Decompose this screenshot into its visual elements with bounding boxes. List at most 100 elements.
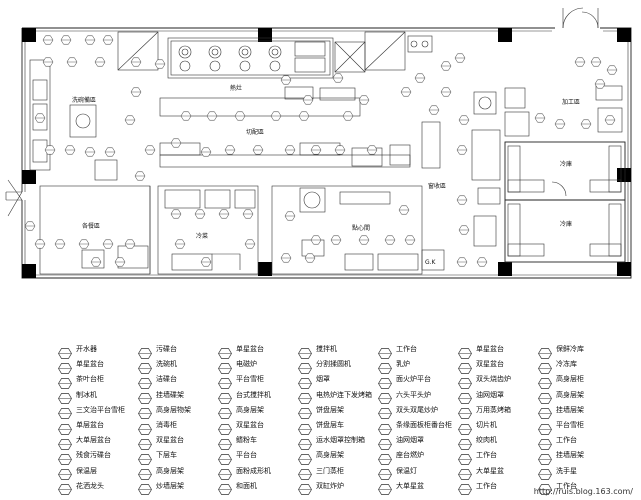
legend-hexagon-icon: [378, 450, 392, 465]
legend-item-label: 洁碟台: [156, 375, 177, 384]
legend-item: 保温层: [58, 465, 97, 480]
legend-item-label: 双缸炸炉: [316, 481, 344, 490]
legend-item: 工作台: [538, 480, 577, 496]
zone-gk-label: G.K: [425, 259, 437, 266]
legend-hexagon-icon: [298, 420, 312, 435]
legend-hexagon-icon: [138, 480, 152, 496]
legend-hexagon-icon: [58, 404, 72, 420]
legend-item: 条缘面板柜番台柜: [378, 419, 452, 435]
legend-hexagon-icon: [538, 435, 552, 450]
legend-item: 保温灯: [378, 465, 417, 480]
legend-item: 烟罩: [298, 373, 330, 389]
legend-item-label: 高身层架: [316, 451, 344, 460]
legend-item-label: 洗手星: [556, 466, 577, 475]
legend-hexagon-icon: [138, 465, 152, 480]
legend-item-label: 运水烟罩控制箱: [316, 436, 365, 445]
legend-item: 下层车: [138, 449, 177, 465]
legend-item-label: 制冰机: [76, 390, 97, 399]
legend-hexagon-icon: [138, 404, 152, 420]
legend-hexagon-icon: [218, 374, 232, 389]
legend-item-label: 双星盆台: [476, 360, 504, 369]
processing-equipment: [471, 85, 623, 247]
legend-item: 电热炉连下发烤箱: [298, 389, 372, 404]
zone-pastry-label: 點心間: [352, 224, 370, 232]
legend-item: 万用蒸烤箱: [458, 404, 511, 420]
legend-hexagon-icon: [378, 359, 392, 374]
legend-item: 座台燃炉: [378, 449, 424, 465]
zone-prep-label: 各餐區: [82, 222, 100, 230]
legend-item-label: 挂墙层架: [556, 451, 584, 460]
equipment-tag-markers: [24, 35, 618, 267]
legend-hexagon-icon: [298, 359, 312, 374]
legend-hexagon-icon: [378, 480, 392, 496]
legend-item-label: 平台雪柜: [236, 375, 264, 384]
legend-item-label: 工作台: [556, 436, 577, 445]
legend-item-label: 平台台: [236, 451, 257, 460]
legend-item-label: 鳍粉车: [236, 436, 257, 445]
legend-hexagon-icon: [138, 435, 152, 450]
legend-item: 洗碗机: [138, 358, 177, 374]
legend-item-label: 烟罩: [316, 375, 330, 384]
legend-item-label: 油网烟罩: [476, 390, 504, 399]
legend-hexagon-icon: [458, 480, 472, 496]
legend-item: 双星盆台: [458, 358, 504, 374]
legend-item-label: 挂墙层架: [556, 405, 584, 414]
legend-hexagon-icon: [58, 359, 72, 374]
zone-labels: 洗碗備區 熱灶 切配區 各餐區 冷菜 點心間 窗收區 加工區 冷庫 冷庫 G.K: [72, 84, 580, 266]
legend-item-label: 花洒龙头: [76, 481, 104, 490]
cooking-line: [159, 86, 441, 169]
legend-item-label: 冷冻库: [556, 360, 577, 369]
legend-item: 运水烟罩控制箱: [298, 434, 365, 450]
legend-item: 污碟台: [138, 343, 177, 359]
legend-item: 工作台: [458, 449, 497, 465]
legend-item: 绞肉机: [458, 434, 497, 450]
legend-hexagon-icon: [138, 450, 152, 465]
cold-stores: [504, 141, 626, 263]
legend-item-label: 面粉成形机: [236, 466, 271, 475]
legend-item-label: 座台燃炉: [396, 451, 424, 460]
legend-hexagon-icon: [138, 374, 152, 389]
cold-dish-room: [157, 185, 259, 275]
legend-item: 双头烧齿炉: [458, 373, 511, 389]
legend-hexagon-icon: [458, 374, 472, 389]
legend-item: 制冰机: [58, 389, 97, 404]
legend-hexagon-icon: [298, 389, 312, 404]
legend-hexagon-icon: [378, 435, 392, 450]
legend-item: 乳炉: [378, 358, 410, 374]
legend-hexagon-icon: [138, 389, 152, 404]
legend-item: 高身层架: [218, 404, 264, 420]
legend-item: 平台雪柜: [538, 419, 584, 435]
legend-item-label: 大单星盆: [476, 466, 504, 475]
legend-item: 大单星盆: [378, 480, 424, 496]
legend-item: 工作台: [378, 343, 417, 359]
legend-hexagon-icon: [58, 420, 72, 435]
legend-hexagon-icon: [458, 359, 472, 374]
legend-item-label: 挂墙碟架: [156, 390, 184, 399]
legend-hexagon-icon: [138, 359, 152, 374]
legend-item: 双星盆台: [218, 419, 264, 435]
legend-hexagon-icon: [58, 389, 72, 404]
legend-hexagon-icon: [218, 480, 232, 496]
legend-hexagon-icon: [218, 420, 232, 435]
legend-item-label: 油网烟罩: [396, 436, 424, 445]
top-left-hood: [117, 31, 433, 71]
watermark: http://ruis.blog.163.com/: [533, 487, 633, 496]
legend-hexagon-icon: [458, 465, 472, 480]
zone-cold-dish-label: 冷菜: [196, 232, 208, 240]
legend-item-label: 切片机: [476, 421, 497, 429]
zone-cold-store-2-label: 冷庫: [560, 220, 572, 228]
legend-item-label: 高身层架: [236, 405, 264, 414]
legend-item: 高身层架: [298, 449, 344, 465]
legend-hexagon-icon: [298, 435, 312, 450]
legend-item-label: 茶叶台柜: [76, 375, 104, 384]
legend-item: 单星盆台: [58, 358, 104, 374]
legend-item-label: 面火炉平台: [396, 375, 431, 384]
legend-hexagon-icon: [298, 450, 312, 465]
legend-hexagon-icon: [298, 374, 312, 389]
legend-hexagon-icon: [538, 420, 552, 435]
legend-item-label: 和面机: [236, 481, 257, 490]
legend-hexagon-icon: [538, 480, 552, 496]
legend-hexagon-icon: [458, 344, 472, 359]
legend-item-label: 平台雪柜: [556, 421, 584, 429]
legend-item: 花洒龙头: [58, 480, 104, 496]
